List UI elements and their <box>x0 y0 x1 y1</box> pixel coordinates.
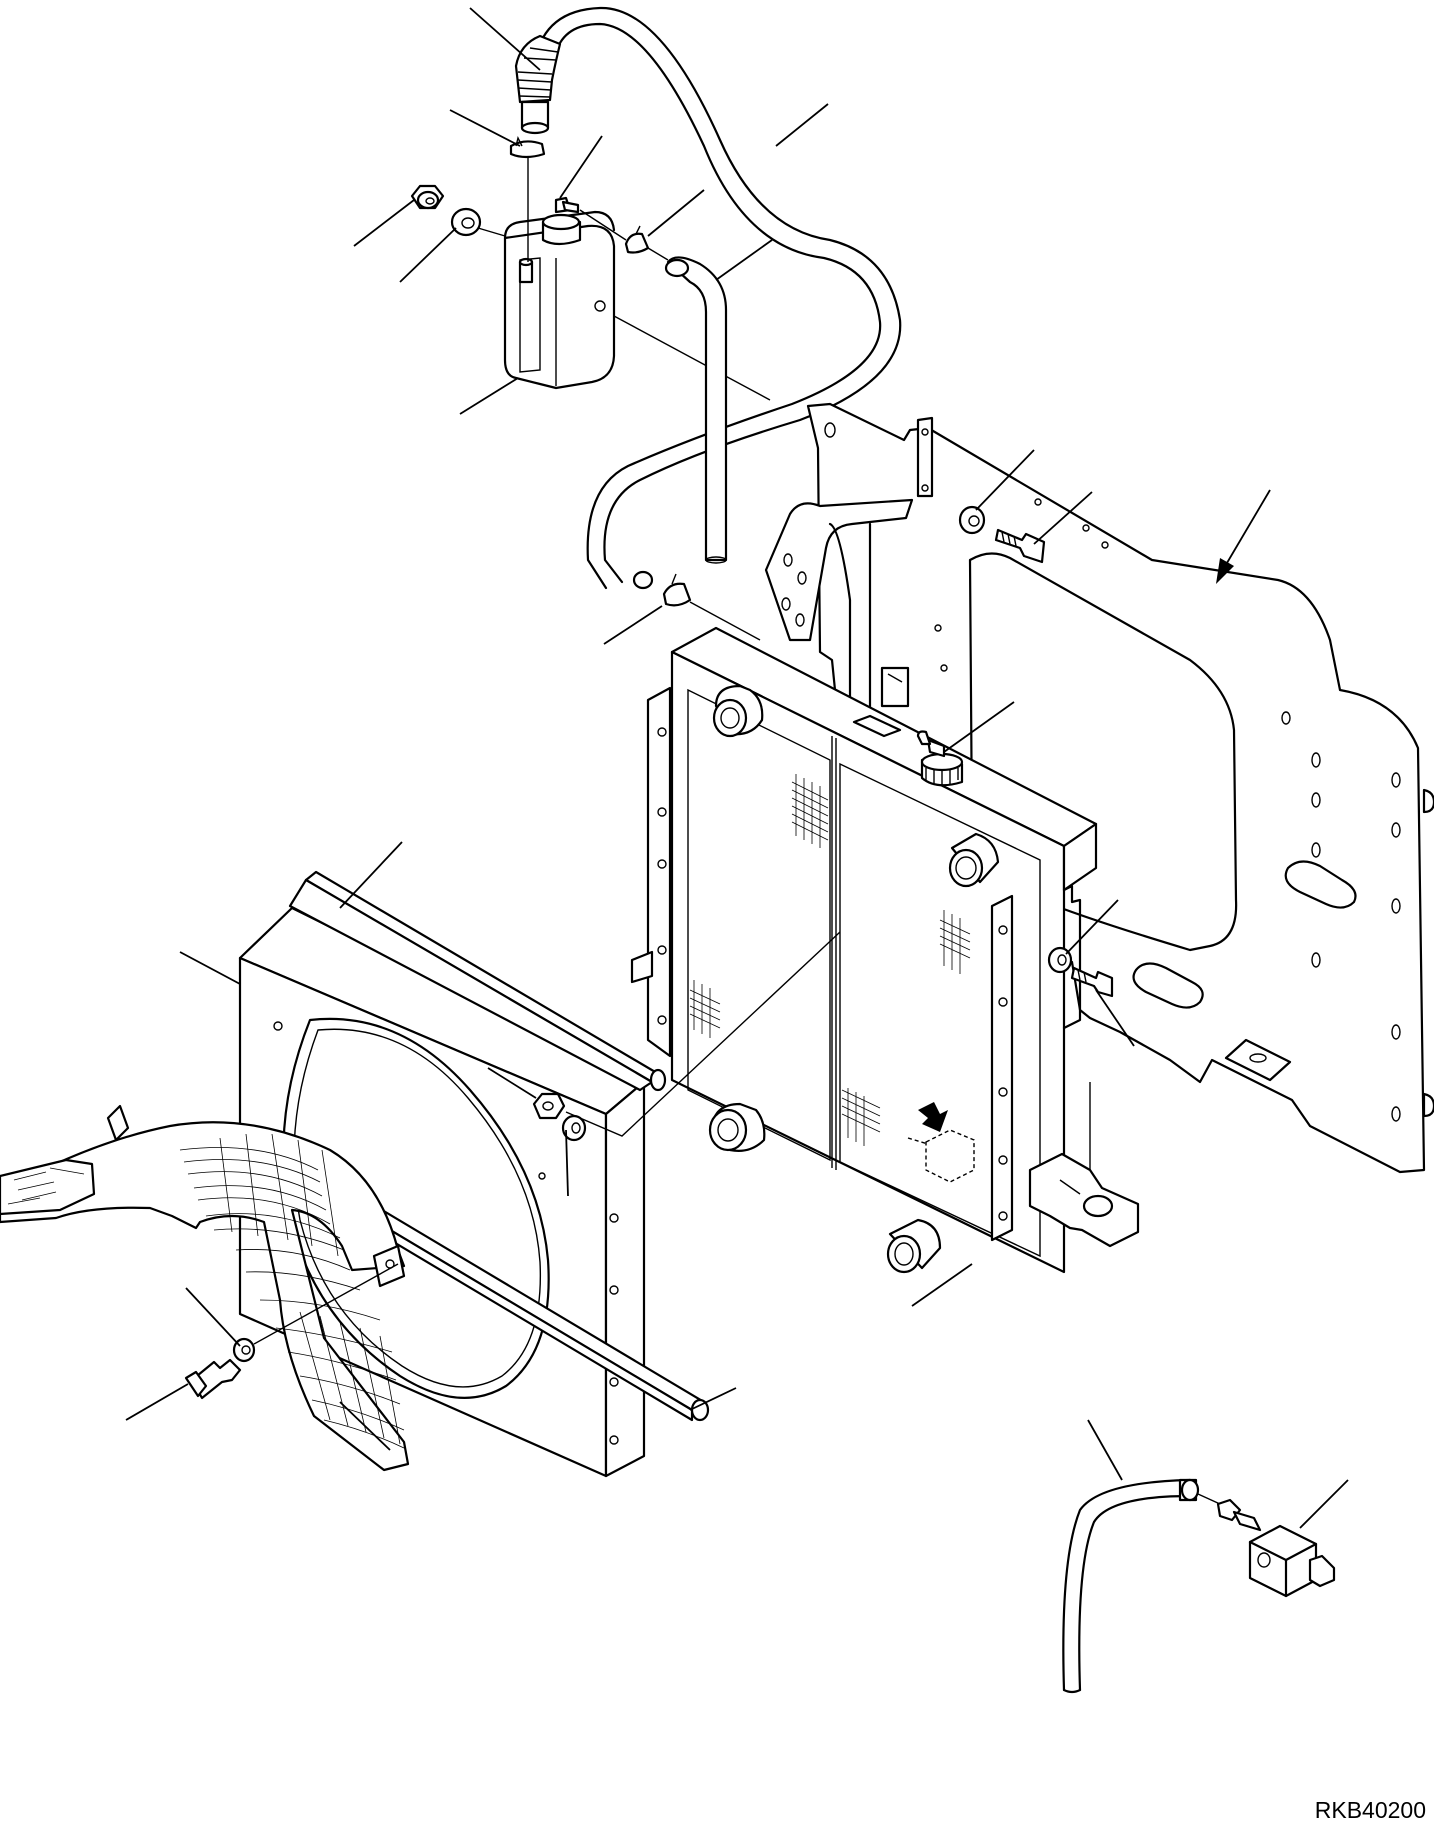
tank-clamp-axis <box>579 209 669 261</box>
tank-washer <box>450 207 482 237</box>
hose-clamp-tank <box>624 225 650 254</box>
radiator-bolt <box>1070 966 1114 998</box>
drain-hose <box>1062 1478 1200 1694</box>
reserve-tank <box>503 196 616 390</box>
fan-guard <box>0 1104 410 1472</box>
drain-pipe <box>664 256 728 564</box>
drawing-code-label: RKB40200 <box>1314 1797 1426 1823</box>
shroud-seal-upper <box>288 870 667 1092</box>
core-fin-texture <box>689 774 971 1146</box>
bracket-arm <box>764 498 914 722</box>
guard-fix-axis <box>253 1263 399 1345</box>
bracket-washer <box>958 505 986 535</box>
tank-mount-axis <box>477 227 771 401</box>
lower-clamp-axis <box>689 601 761 641</box>
hose-clamp-lower <box>662 573 692 607</box>
drain-cock-arrow <box>918 1102 948 1132</box>
shroud-fix-axis <box>565 931 841 1137</box>
guard-bolt <box>184 1358 242 1400</box>
tank-nut <box>410 184 445 210</box>
drain-axis <box>1197 1493 1221 1505</box>
overflow-hose <box>514 6 902 590</box>
shroud-seal-lower <box>358 1202 710 1422</box>
shroud-nut <box>532 1092 566 1120</box>
drain-cock <box>1216 1498 1336 1598</box>
hose-clamp-upper <box>509 135 546 159</box>
fan-guard-slots <box>179 1133 405 1449</box>
bracket-bolt <box>994 528 1046 564</box>
radiator-washer <box>1047 946 1073 974</box>
leader-lines <box>125 7 1349 1529</box>
radiator <box>630 626 1140 1274</box>
